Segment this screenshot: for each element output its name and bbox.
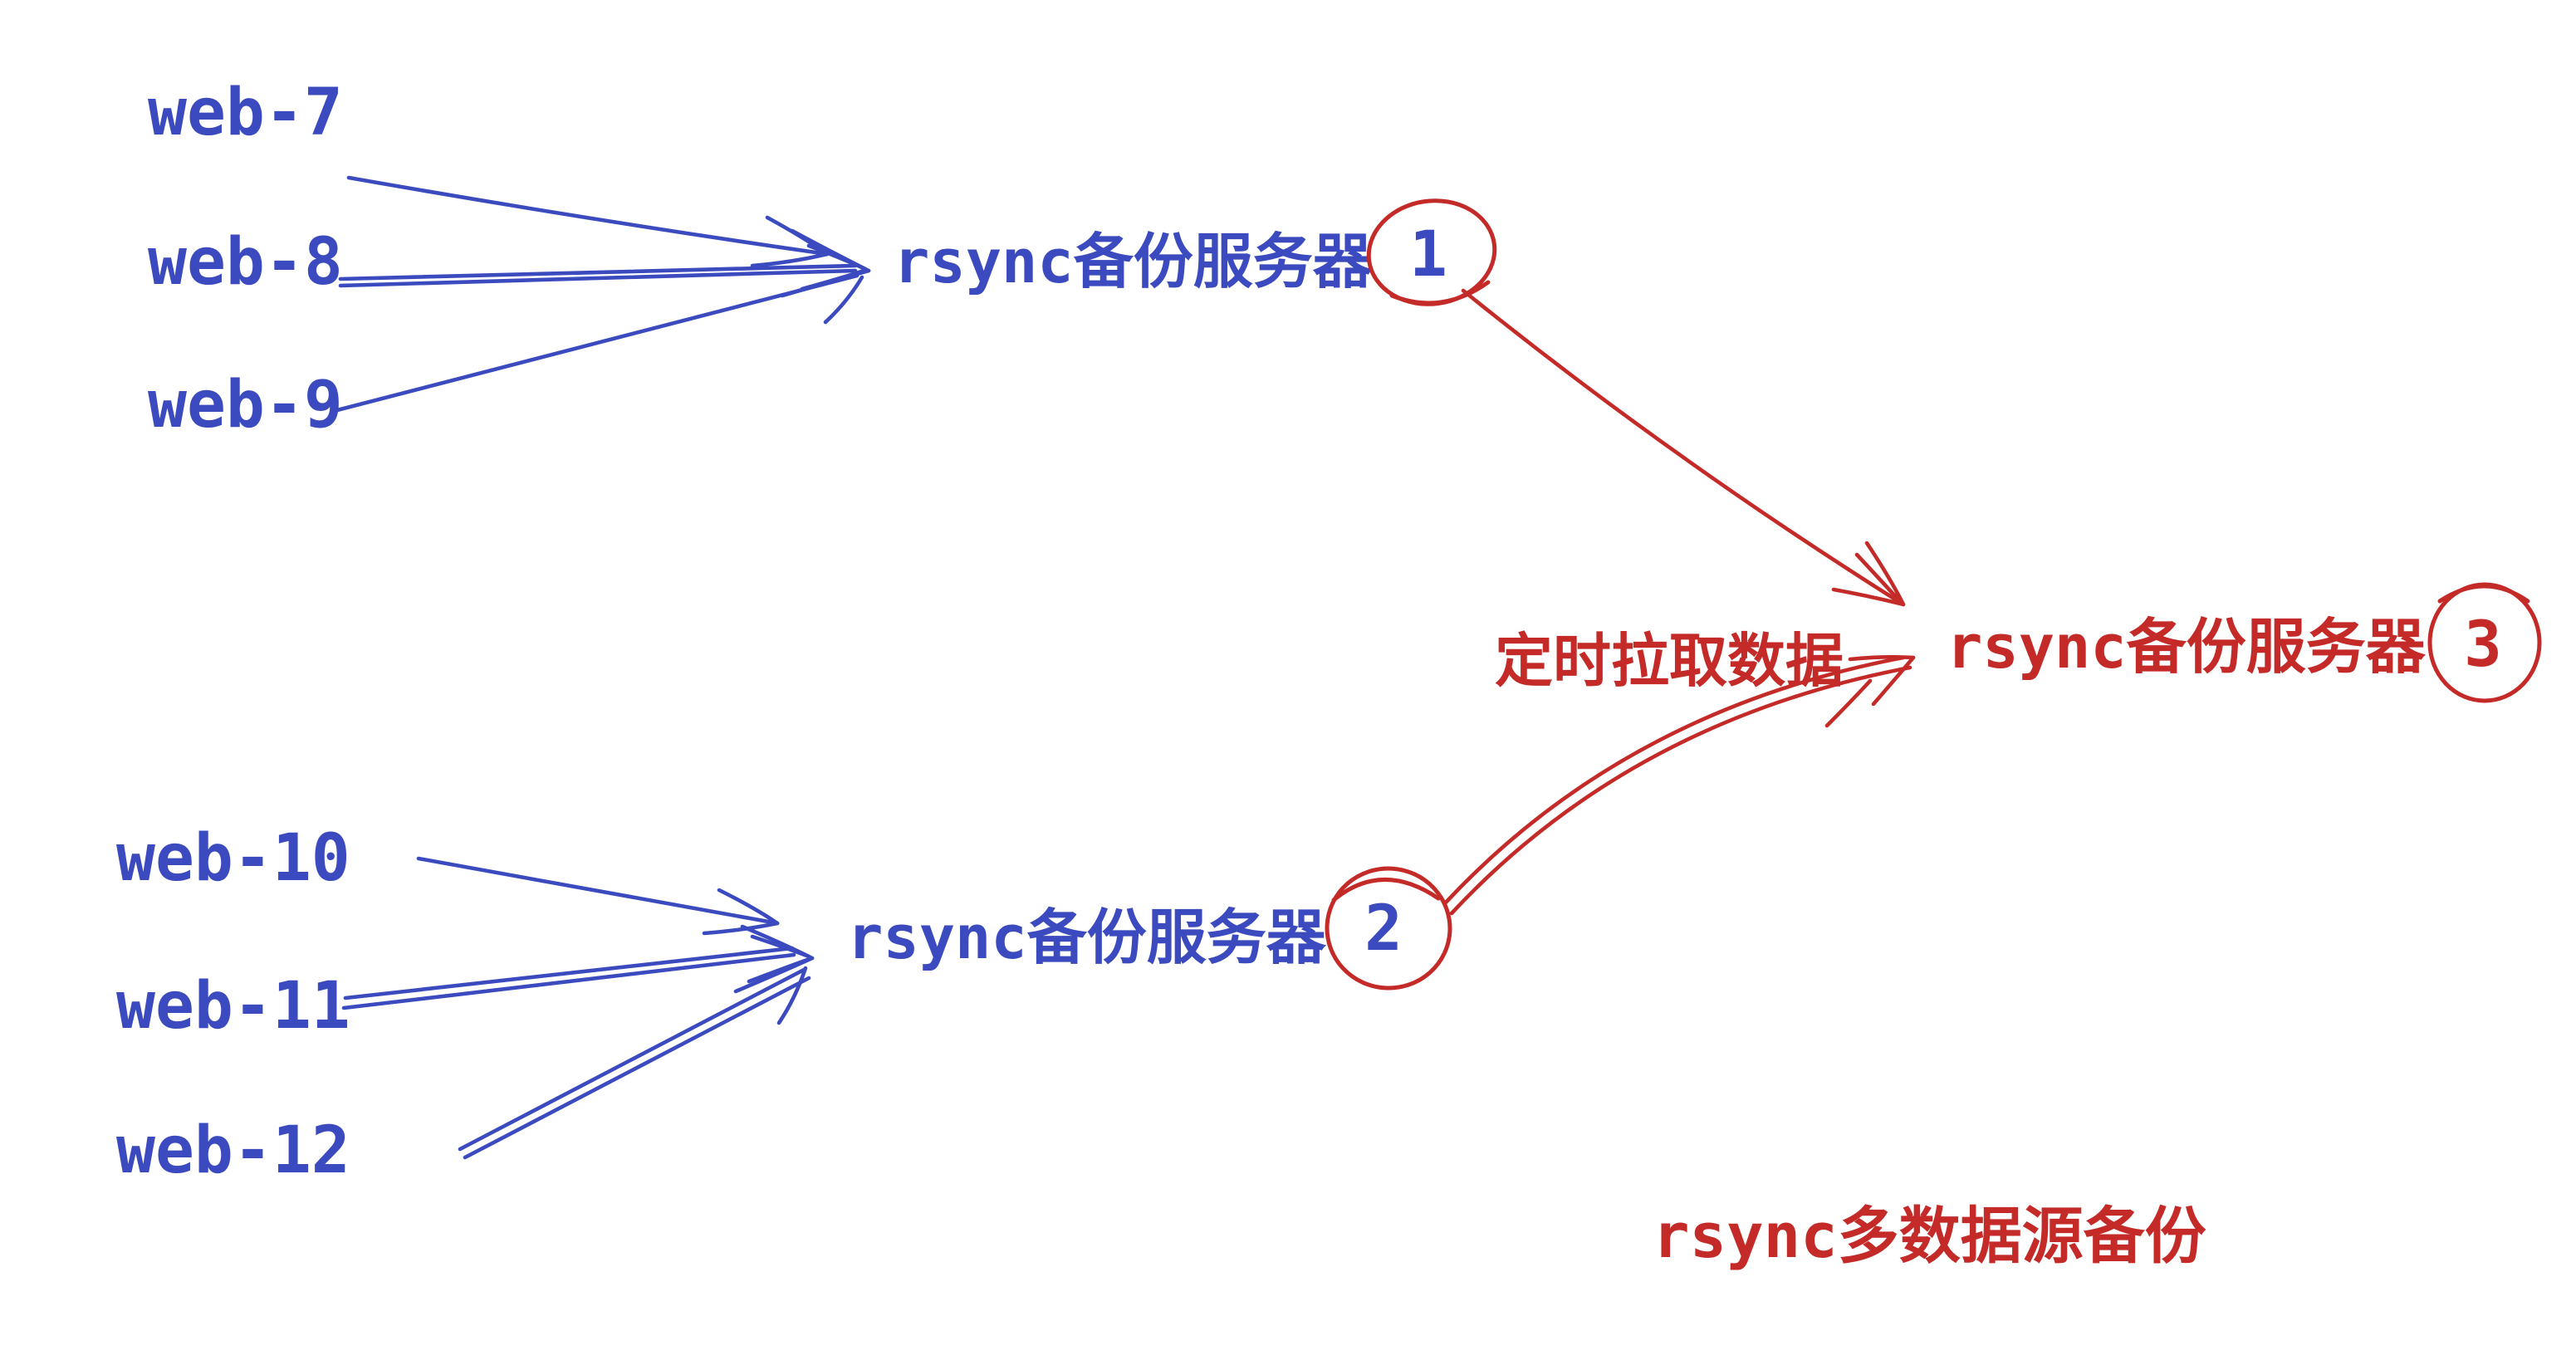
web-source-group-1: web-7 web-8 web-9 — [148, 76, 343, 443]
arrowhead-web-10-barb-bottom — [702, 921, 780, 936]
server-1-number: 1 — [1409, 217, 1447, 291]
arrow-server-1-to-server-3-line — [1461, 288, 1906, 607]
arrowhead-server-2-inner-bottom — [747, 957, 810, 984]
source-web-12-label: web-12 — [116, 1113, 350, 1188]
arrows-group-2 — [341, 856, 815, 1160]
diagram-caption: rsync多数据源备份 — [1653, 1201, 2206, 1272]
arrow-server-2-barb-left — [1848, 655, 1916, 662]
arrow-web-11-to-server-2-second-stroke — [341, 952, 796, 1010]
arrows-group-1 — [335, 175, 871, 413]
server-3-circle-overlap-stroke — [2437, 584, 2530, 604]
arrow-web-9-to-server-1 — [335, 273, 859, 413]
server-3-label: rsync备份服务器 — [1947, 612, 2427, 682]
server-1-circle-overlap-stroke — [1389, 280, 1491, 306]
arrow-server-2-to-server-3-second-stroke — [1449, 665, 1912, 916]
arrow-web-11-to-server-2 — [343, 946, 795, 1000]
server-1: rsync备份服务器 1 — [894, 198, 1497, 306]
arrowhead-server-2-inner-top — [750, 934, 811, 959]
source-web-10-label: web-10 — [116, 821, 350, 896]
arrow-server-2-to-server-3-line — [1442, 655, 1906, 906]
arrow-web-8-to-server-1 — [338, 263, 858, 281]
server-3-number: 3 — [2464, 607, 2502, 681]
arrowhead-server-1-stray-stroke — [823, 275, 864, 325]
arrow-web-8-to-server-1-second-stroke — [338, 268, 858, 288]
arrowhead-server-1-inner-top — [806, 243, 868, 272]
arrowhead-web-10-barb-top — [717, 888, 780, 926]
arrow-web-10-to-server-2 — [416, 856, 780, 926]
server-1-label: rsync备份服务器 — [894, 227, 1374, 296]
server-2-number-circle — [1325, 866, 1452, 991]
arrow-server-1-to-server-3 — [1461, 288, 1906, 607]
arrowhead-web-7-barb-bottom — [750, 252, 830, 268]
arrow-server-2-to-server-3 — [1442, 655, 1916, 916]
arrow-web-12-to-server-2 — [458, 967, 806, 1152]
server-3: rsync备份服务器 3 — [1947, 582, 2542, 703]
edge-label-pull-data: 定时拉取数据 — [1495, 627, 1844, 695]
arrow-web-7-to-server-1 — [346, 175, 830, 257]
arrow-server-1-barb-extra — [1854, 552, 1899, 600]
arrow-server-1-barb-top — [1864, 541, 1906, 607]
arrow-web-12-to-server-2-second-stroke — [463, 976, 811, 1160]
server-2-label: rsync备份服务器 — [847, 903, 1327, 972]
arrow-server-2-barb-bottom — [1871, 655, 1916, 707]
arrow-server-2-stray-stroke — [1824, 678, 1873, 728]
arrow-server-1-barb-left — [1831, 587, 1906, 607]
server-2-number: 2 — [1364, 891, 1403, 965]
server-2-circle-overlap-stroke — [1331, 878, 1441, 903]
web-source-group-2: web-10 web-11 web-12 — [116, 821, 350, 1188]
source-web-11-label: web-11 — [116, 969, 350, 1044]
source-web-7-label: web-7 — [148, 76, 343, 150]
source-web-9-label: web-9 — [148, 368, 343, 443]
arrowhead-server-1-inner-bottom — [800, 268, 866, 291]
server-2: rsync备份服务器 2 — [847, 866, 1452, 991]
arrowhead-server-2-stray-stroke — [776, 966, 808, 1025]
source-web-8-label: web-8 — [148, 225, 343, 300]
